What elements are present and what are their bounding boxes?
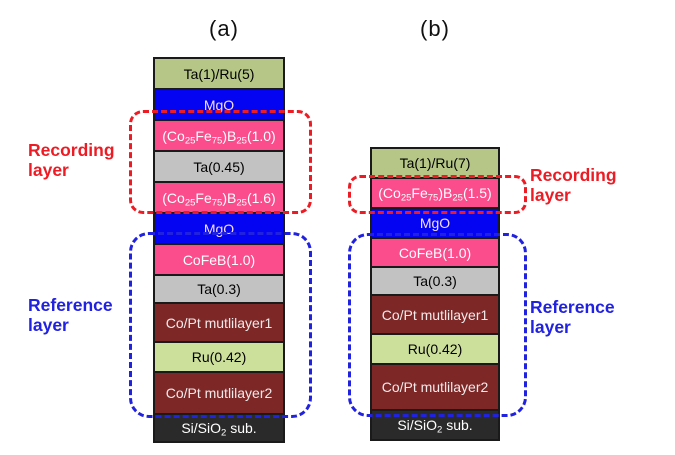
layer-cofeb-1-0: CoFeB(1.0) (153, 243, 285, 276)
layer-ta-0-3: Ta(0.3) (370, 266, 500, 296)
layer-label: CoFeB(1.0) (398, 244, 472, 261)
layer-si-sio-sub: Si/SiO2 sub. (370, 409, 500, 441)
layer-label: Ta(0.3) (413, 273, 457, 289)
layer-cofe-b-1-6: (Co25Fe75)B25(1.6) (153, 181, 285, 214)
layer-label: Co/Pt mutlilayer2 (165, 385, 273, 401)
layer-co-pt-mutlilayer1: Co/Pt mutlilayer1 (370, 294, 500, 335)
panel-a-caption: (a) (209, 16, 239, 41)
layer-mgo: MgO (370, 207, 500, 239)
layer-co-pt-mutlilayer2: Co/Pt mutlilayer2 (153, 371, 285, 415)
layer-label: Ta(1)/Ru(7) (399, 155, 471, 171)
layer-co-pt-mutlilayer1: Co/Pt mutlilayer1 (153, 302, 285, 343)
layer-cofeb-1-0: CoFeB(1.0) (370, 237, 500, 268)
layer-ta-1-ru-5: Ta(1)/Ru(5) (153, 57, 285, 90)
layer-ta-0-3: Ta(0.3) (153, 274, 285, 304)
layer-label: (Co25Fe75)B25(1.6) (162, 189, 276, 208)
layer-label: Co/Pt mutlilayer1 (165, 314, 273, 331)
layer-label: Ta(0.3) (197, 281, 241, 297)
layer-label: CoFeB(1.0) (182, 251, 256, 268)
panel-b-recording-layer-label: Recording layer (530, 165, 617, 205)
layer-label: (Co25Fe75)B25(1.5) (378, 185, 492, 204)
layer-label: MgO (203, 96, 235, 113)
panel-a-reference-layer-label: Reference layer (28, 295, 113, 335)
layer-label: Ta(0.45) (193, 158, 245, 175)
layer-ru-0-42: Ru(0.42) (153, 341, 285, 373)
layer-label: Ru(0.42) (407, 341, 463, 357)
layer-ta-0-45: Ta(0.45) (153, 150, 285, 183)
layer-label: Si/SiO2 sub. (397, 417, 473, 436)
layer-mgo: MgO (153, 212, 285, 245)
panel-a-recording-layer-label: Recording layer (28, 140, 115, 180)
panel-b-layer-stack: Ta(1)/Ru(7) (Co25Fe75)B25(1.5) MgO CoFeB(1.… (370, 147, 500, 441)
layer-label: MgO (203, 220, 235, 237)
layer-label: Ru(0.42) (191, 349, 247, 365)
layer-si-sio-sub: Si/SiO2 sub. (153, 413, 285, 443)
layer-label: Co/Pt mutlilayer1 (381, 306, 489, 323)
layer-label: (Co25Fe75)B25(1.0) (162, 127, 276, 146)
layer-co-pt-mutlilayer2: Co/Pt mutlilayer2 (370, 363, 500, 411)
layer-mgo: MgO (153, 88, 285, 121)
layer-cofe-b-1-5: (Co25Fe75)B25(1.5) (370, 177, 500, 209)
layer-label: MgO (419, 215, 451, 231)
panel-b-reference-layer-label: Reference layer (530, 297, 615, 337)
layer-label: Ta(1)/Ru(5) (183, 65, 255, 82)
layer-ta-1-ru-7: Ta(1)/Ru(7) (370, 147, 500, 179)
layer-label: Si/SiO2 sub. (181, 420, 257, 439)
panel-b-caption: (b) (420, 16, 450, 41)
layer-ru-0-42: Ru(0.42) (370, 333, 500, 365)
layer-cofe-b-1-0: (Co25Fe75)B25(1.0) (153, 119, 285, 152)
panel-a-layer-stack: Ta(1)/Ru(5) MgO (Co25Fe75)B25(1.0) Ta(0.45)… (153, 57, 285, 443)
layer-label: Co/Pt mutlilayer2 (381, 379, 489, 395)
